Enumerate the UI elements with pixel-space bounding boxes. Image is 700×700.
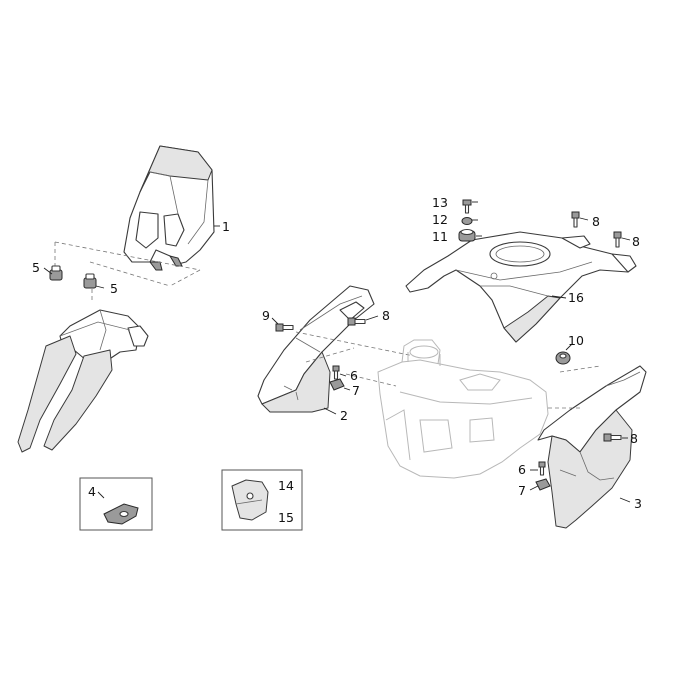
callout-4: 4 <box>88 484 96 499</box>
bolt-6-right <box>538 461 546 476</box>
bolt-8-cover-b <box>613 231 622 248</box>
callout-7-left: 7 <box>352 383 360 398</box>
headlight-fairing <box>123 145 215 271</box>
callout-8-cover-b: 8 <box>632 234 640 249</box>
inset-bracket-14-15 <box>221 469 303 531</box>
grommet-5a <box>49 265 63 281</box>
callout-10: 10 <box>568 333 584 348</box>
left-side-panel <box>257 285 375 413</box>
alignment-lines-left <box>295 331 415 387</box>
leader-lines <box>43 201 631 503</box>
fuel-tank <box>377 339 549 479</box>
right-side-panel <box>537 365 647 529</box>
front-support-brackets <box>17 309 149 453</box>
callout-3: 3 <box>634 496 642 511</box>
grommet-11 <box>458 228 476 242</box>
callout-2: 2 <box>340 408 348 423</box>
bolt-8-left-panel <box>347 317 366 326</box>
callout-14: 14 <box>278 478 294 493</box>
callout-5-right: 5 <box>110 281 118 296</box>
callout-1: 1 <box>222 219 230 234</box>
bolt-8-right-panel <box>603 433 622 442</box>
washer-12 <box>461 217 473 225</box>
callout-8-cover-a: 8 <box>592 214 600 229</box>
callout-9: 9 <box>262 308 270 323</box>
callout-15: 15 <box>278 510 294 525</box>
inset-clip-4 <box>79 477 153 531</box>
callout-6-left: 6 <box>350 368 358 383</box>
grommet-10 <box>555 351 571 365</box>
callout-6-right: 6 <box>518 462 526 477</box>
grommet-5b <box>83 273 97 289</box>
callout-8-right-panel: 8 <box>630 431 638 446</box>
callout-12: 12 <box>432 212 448 227</box>
bolt-9 <box>275 323 294 332</box>
callout-8-left-panel: 8 <box>382 308 390 323</box>
callout-7-right: 7 <box>518 483 526 498</box>
clip-nut-7-right <box>535 478 551 491</box>
bolt-8-cover-a <box>571 211 580 228</box>
callout-13: 13 <box>432 195 448 210</box>
callout-5-left: 5 <box>32 260 40 275</box>
tank-top-cover <box>405 231 637 343</box>
callout-16: 16 <box>568 290 584 305</box>
screw-13 <box>462 199 472 214</box>
clip-nut-7-left <box>329 378 345 391</box>
callout-11: 11 <box>432 229 448 244</box>
bolt-6-left <box>332 365 340 380</box>
alignment-lines-right <box>548 365 601 409</box>
callout-labels: 1 5 5 9 8 6 7 2 13 12 11 8 8 16 10 8 6 7… <box>32 195 642 525</box>
